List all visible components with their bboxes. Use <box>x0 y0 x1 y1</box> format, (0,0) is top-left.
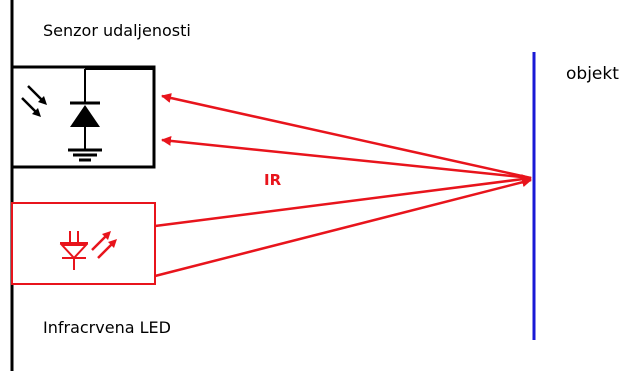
led-label: Infracrvena LED <box>43 318 171 337</box>
sensor-label: Senzor udaljenosti <box>43 21 191 40</box>
ir-ray-reflected-lower <box>161 135 532 180</box>
ir-ray-emitted-upper <box>154 174 532 228</box>
ir-ray-reflected-upper <box>161 93 532 180</box>
ir-label: IR <box>264 171 282 189</box>
infrared-led-icon <box>59 231 117 270</box>
photodiode-icon <box>21 68 154 162</box>
ir-ray-emitted-lower <box>154 177 532 278</box>
object-label: objekt <box>566 64 619 84</box>
